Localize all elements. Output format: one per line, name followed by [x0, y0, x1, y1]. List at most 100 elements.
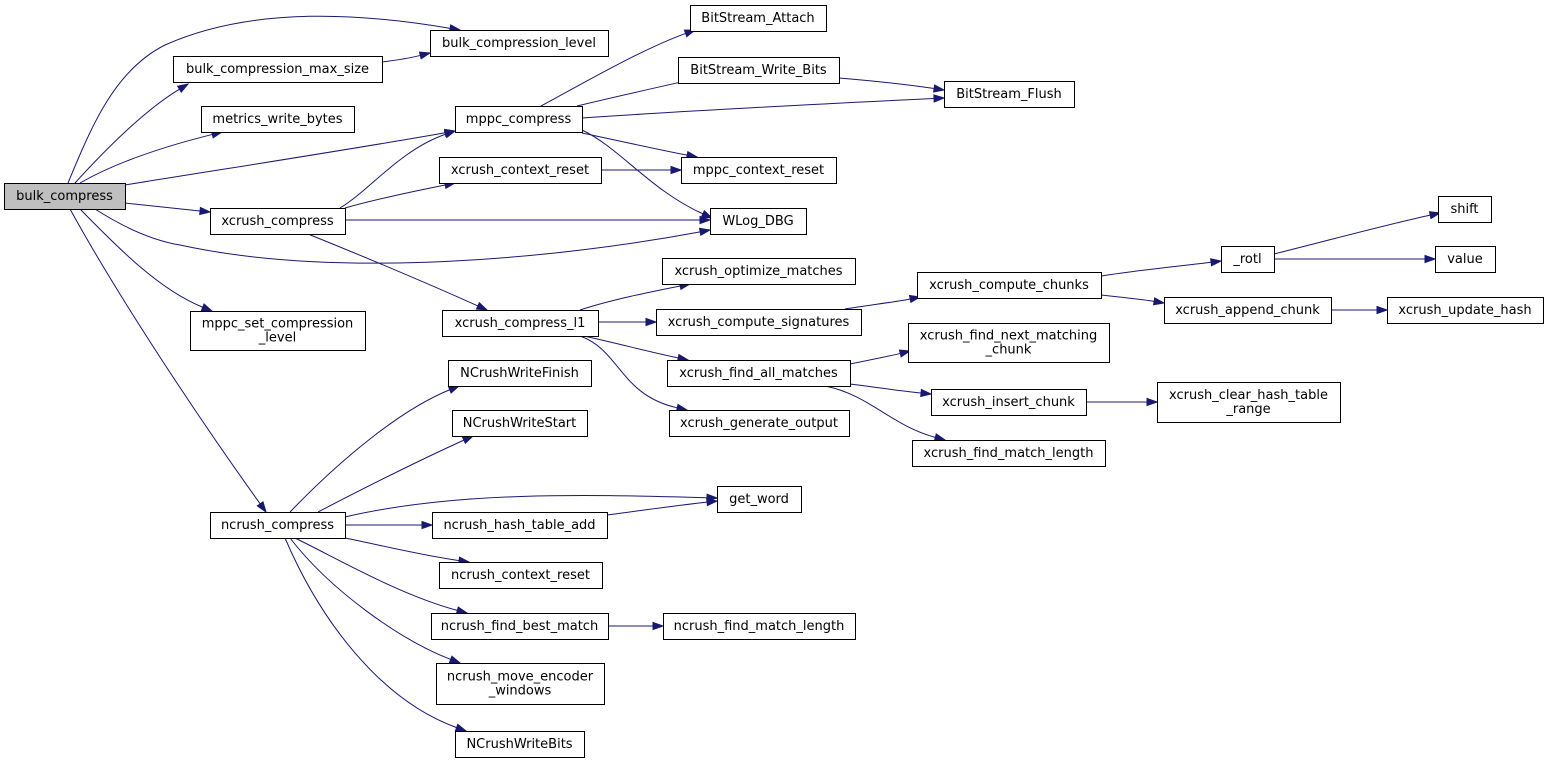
- edge-bulk_compress-to-bulk_compression_max_size: [74, 83, 190, 184]
- node-xcrush_update_hash[interactable]: xcrush_update_hash: [1387, 297, 1544, 324]
- edge-line: [1100, 294, 1155, 302]
- edge-xcrush_find_all_matches-to-xcrush_insert_chunk: [849, 383, 933, 398]
- node-WLog_DBG[interactable]: WLog_DBG: [710, 208, 807, 235]
- edge-line: [579, 285, 681, 311]
- node-mppc_compress[interactable]: mppc_compress: [455, 106, 583, 133]
- node-label: metrics_write_bytes: [212, 112, 342, 127]
- node-xcrush_context_reset[interactable]: xcrush_context_reset: [439, 157, 602, 184]
- node-NCrushWriteFinish[interactable]: NCrushWriteFinish: [448, 360, 592, 387]
- edge-line: [344, 184, 446, 209]
- edge-bulk_compress-to-bulk_compression_level: [67, 15, 462, 184]
- node-label: ncrush_compress: [221, 518, 334, 533]
- node-xcrush_clear_hash_table_range[interactable]: xcrush_clear_hash_table_range: [1157, 382, 1341, 423]
- node-label: ncrush_find_match_length: [674, 619, 845, 634]
- node-box: [431, 613, 609, 640]
- edge-line: [1273, 214, 1431, 255]
- arrowhead-icon: [256, 501, 267, 514]
- arrowhead-icon: [700, 209, 714, 219]
- edge-line: [849, 383, 922, 394]
- edge-bulk_compress-to-mppc_compress: [124, 128, 457, 186]
- node-ncrush_find_best_match[interactable]: ncrush_find_best_match: [431, 613, 609, 640]
- edge-line: [284, 537, 457, 729]
- node-bulk_compress[interactable]: bulk_compress: [4, 183, 126, 210]
- node-shift[interactable]: shift: [1438, 196, 1492, 223]
- node-label: ncrush_move_encoder: [447, 670, 594, 685]
- node-box: [442, 310, 599, 337]
- node-mppc_context_reset[interactable]: mppc_context_reset: [681, 157, 837, 184]
- node-label: mppc_set_compression: [202, 317, 354, 332]
- node-xcrush_compress[interactable]: xcrush_compress: [210, 208, 346, 235]
- nodes-layer: bulk_compress bulk_compression_max_size bu…: [4, 5, 1544, 758]
- node-bulk_compression_max_size[interactable]: bulk_compression_max_size: [173, 56, 383, 83]
- arrowhead-icon: [1428, 211, 1442, 220]
- node-get_word[interactable]: get_word: [717, 486, 802, 513]
- node-NCrushWriteStart[interactable]: NCrushWriteStart: [452, 410, 588, 437]
- arrowhead-icon: [933, 94, 946, 103]
- node-xcrush_compute_chunks[interactable]: xcrush_compute_chunks: [917, 272, 1102, 299]
- node-box: [656, 309, 862, 336]
- edge-xcrush_compress_l1-to-xcrush_find_all_matches: [583, 335, 690, 362]
- node-xcrush_optimize_matches[interactable]: xcrush_optimize_matches: [662, 258, 856, 285]
- edge-line: [307, 233, 479, 307]
- edge-line: [79, 133, 213, 184]
- edge-line: [69, 208, 261, 505]
- node-BitStream_Write_Bits[interactable]: BitStream_Write_Bits: [678, 57, 840, 84]
- node-ncrush_move_encoder_windows[interactable]: ncrush_move_encoder_windows: [436, 663, 605, 705]
- node-_rotl[interactable]: _rotl: [1221, 246, 1275, 273]
- edges-layer: [67, 15, 1442, 732]
- node-xcrush_compress_l1[interactable]: xcrush_compress_l1: [442, 310, 599, 337]
- edge-mppc_compress-to-mppc_context_reset: [581, 132, 699, 160]
- node-box: [669, 410, 850, 437]
- node-label: BitStream_Flush: [956, 87, 1062, 102]
- arrowhead-icon: [1146, 397, 1159, 407]
- node-ncrush_context_reset[interactable]: ncrush_context_reset: [439, 562, 603, 589]
- arrowhead-icon: [200, 303, 214, 312]
- node-ncrush_find_match_length[interactable]: ncrush_find_match_length: [663, 613, 856, 640]
- arrowhead-icon: [699, 215, 712, 225]
- node-label: xcrush_generate_output: [680, 416, 838, 431]
- node-bulk_compression_level[interactable]: bulk_compression_level: [430, 30, 609, 57]
- edge-xcrush_insert_chunk-to-xcrush_clear_hash_table_range: [1086, 397, 1159, 407]
- edge-mppc_compress-to-BitStream_Flush: [581, 94, 946, 119]
- edge-line: [344, 495, 708, 518]
- node-NCrushWriteBits[interactable]: NCrushWriteBits: [455, 731, 585, 758]
- node-xcrush_find_all_matches[interactable]: xcrush_find_all_matches: [667, 360, 851, 387]
- node-xcrush_compute_signatures[interactable]: xcrush_compute_signatures: [656, 309, 862, 336]
- node-xcrush_insert_chunk[interactable]: xcrush_insert_chunk: [931, 389, 1087, 416]
- arrowhead-icon: [670, 165, 683, 175]
- node-label: shift: [1450, 202, 1478, 217]
- arrowhead-icon: [448, 655, 462, 664]
- node-label: _range: [1225, 402, 1270, 417]
- edge-line: [581, 132, 688, 156]
- node-value[interactable]: value: [1435, 246, 1496, 273]
- node-label: WLog_DBG: [722, 214, 793, 229]
- node-label: NCrushWriteFinish: [460, 366, 579, 381]
- node-xcrush_generate_output[interactable]: xcrush_generate_output: [669, 410, 850, 437]
- node-box: [190, 311, 366, 351]
- edge-line: [74, 88, 180, 184]
- node-box: [717, 486, 802, 513]
- edge-line: [844, 298, 911, 310]
- edge-bulk_compress-to-ncrush_compress: [69, 208, 267, 514]
- node-xcrush_find_next_matching_chunk[interactable]: xcrush_find_next_matching_chunk: [908, 323, 1110, 363]
- node-metrics_write_bytes[interactable]: metrics_write_bytes: [201, 106, 355, 133]
- edge-xcrush_compress-to-WLog_DBG: [345, 215, 712, 225]
- edge-line: [94, 208, 701, 264]
- edge-xcrush_compute_signatures-to-xcrush_compute_chunks: [844, 294, 922, 310]
- node-label: NCrushWriteStart: [463, 416, 576, 431]
- node-xcrush_find_match_length[interactable]: xcrush_find_match_length: [912, 440, 1106, 467]
- node-ncrush_hash_table_add[interactable]: ncrush_hash_table_add: [432, 512, 608, 539]
- edge-line: [79, 208, 203, 308]
- edge-line: [583, 335, 679, 359]
- node-mppc_set_compression_level[interactable]: mppc_set_compression_level: [190, 311, 366, 351]
- edge-bulk_compress-to-mppc_set_compression_level: [79, 208, 214, 312]
- arrowhead-icon: [920, 388, 933, 398]
- node-xcrush_append_chunk[interactable]: xcrush_append_chunk: [1164, 297, 1332, 324]
- node-BitStream_Flush[interactable]: BitStream_Flush: [944, 81, 1075, 108]
- edge-ncrush_compress-to-ncrush_context_reset: [344, 537, 471, 565]
- node-box: [908, 323, 1110, 363]
- node-ncrush_compress[interactable]: ncrush_compress: [210, 512, 346, 539]
- edge-line: [824, 385, 936, 438]
- node-BitStream_Attach[interactable]: BitStream_Attach: [690, 5, 827, 32]
